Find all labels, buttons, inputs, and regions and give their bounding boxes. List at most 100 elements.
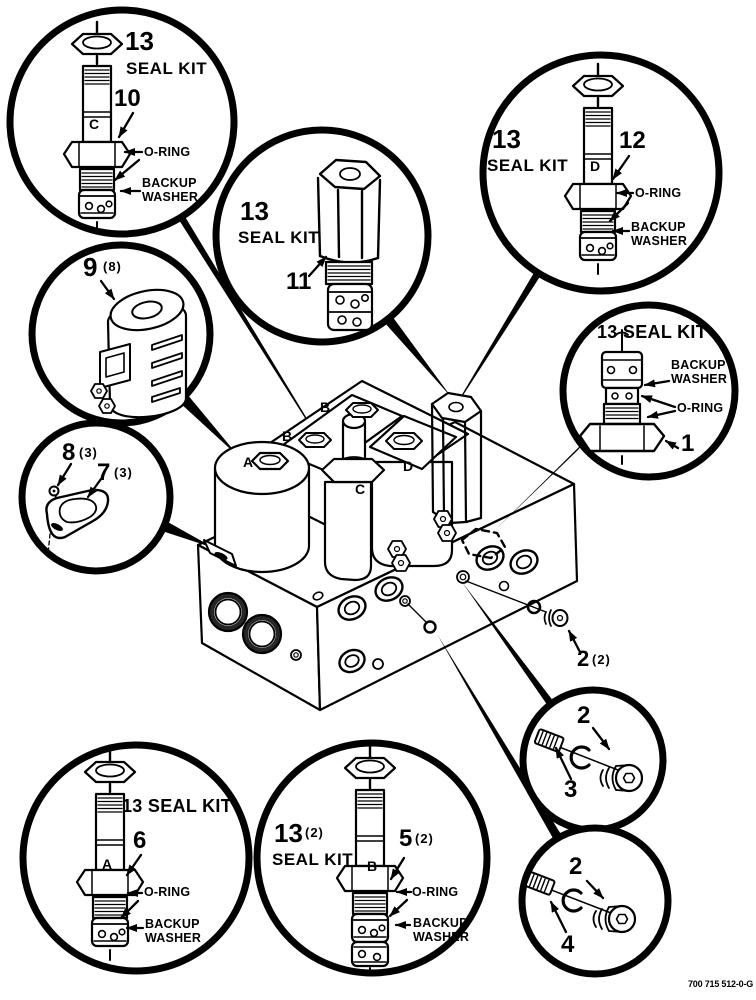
washer-label: WASHER <box>145 931 202 945</box>
backup-label: BACKUP <box>142 176 197 190</box>
callout-circle-top-left <box>6 6 238 238</box>
small-port <box>290 649 302 661</box>
part-number-3: 3 <box>564 776 578 803</box>
callout-kit-label: SEAL KIT <box>487 156 569 175</box>
oring-label: O-RING <box>144 145 191 159</box>
small-port <box>498 580 510 592</box>
callout-circle-bottom-left <box>19 741 253 975</box>
part-number-2-orifice: 2 <box>577 646 590 671</box>
small-port <box>312 591 324 601</box>
hex-nut-b2 <box>345 402 379 418</box>
callout-kit-number: 13 <box>240 196 269 226</box>
hex-plug-part-11 <box>316 158 382 332</box>
cartridge-12 <box>563 62 633 275</box>
part-number-2: 2 <box>577 702 591 729</box>
position-letter-a: A <box>101 856 113 872</box>
hex-nut <box>250 451 290 471</box>
oring-small <box>423 620 437 634</box>
backup-label: BACKUP <box>671 358 726 372</box>
coil-retaining-tab <box>203 539 237 567</box>
oring-label: O-RING <box>412 885 459 899</box>
drawing-part-code: 700 715 512-0-G <box>688 979 754 989</box>
position-letter-c: C <box>88 116 100 132</box>
small-port <box>372 658 384 670</box>
backup-label: BACKUP <box>145 917 200 931</box>
hidden-cavity-hexagon <box>460 527 507 560</box>
block-right-face <box>315 482 579 712</box>
solenoid-deck <box>203 379 483 582</box>
oring-label: O-RING <box>144 885 191 899</box>
position-letter-b: B <box>366 858 378 874</box>
cartridge-6 <box>75 748 145 961</box>
oring-boss <box>337 595 367 621</box>
washer-label: WASHER <box>631 234 688 248</box>
orifice-plug-exploded <box>465 580 569 627</box>
washer-label: WASHER <box>413 930 470 944</box>
screw-and-plate <box>45 485 110 555</box>
part-number-10: 10 <box>114 85 141 112</box>
oring-boss <box>338 648 366 674</box>
washer-label: WASHER <box>671 372 728 386</box>
assembly-position-c: C <box>354 481 366 497</box>
assembly-position-b1: B <box>281 428 293 444</box>
threaded-port <box>241 613 283 655</box>
callout-kit-label: SEAL KIT <box>126 59 208 78</box>
part-number-4: 4 <box>561 931 575 958</box>
part-qty: (2) <box>592 652 611 667</box>
oring-label: O-RING <box>635 186 682 200</box>
assembly-position-d: D <box>402 458 414 474</box>
plug-detail-upper <box>533 728 644 793</box>
part-number-9: 9 <box>83 252 98 282</box>
part-number-8: 8 <box>62 439 76 466</box>
oring-label: O-RING <box>677 401 724 415</box>
hex-nut-b1 <box>298 432 332 448</box>
part-number-11: 11 <box>286 268 312 295</box>
callout-kit-number: 13 <box>492 124 521 154</box>
callout-kit-number: 13 <box>125 26 154 56</box>
part-number-7: 7 <box>97 459 111 486</box>
solenoid-coil-a <box>213 440 311 574</box>
solenoid-coil-part-9 <box>90 288 188 419</box>
assembly-position-b2: B <box>319 399 331 415</box>
callout-kit-label: 13 SEAL KIT <box>122 796 232 816</box>
callout-kit-label: 13 SEAL KIT <box>597 322 707 342</box>
assembly-position-a: A <box>242 454 254 470</box>
cartridge-1 <box>578 329 666 465</box>
c-valve-collar <box>320 457 386 484</box>
c-valve-stem <box>340 412 368 468</box>
callout-kit-label: SEAL KIT <box>238 228 320 247</box>
pilot-port <box>456 570 470 584</box>
backup-label: BACKUP <box>631 220 686 234</box>
washer-label: WASHER <box>142 190 199 204</box>
part-number-6: 6 <box>133 827 147 854</box>
part-qty: (3) <box>79 445 98 460</box>
terminal-screws <box>387 510 457 572</box>
hex-plug-11 <box>430 391 483 525</box>
plug-detail-lower <box>524 871 637 934</box>
oring-boss <box>374 576 404 602</box>
backup-label: BACKUP <box>413 916 468 930</box>
pilot-port <box>399 595 411 607</box>
callout-circles <box>6 6 739 978</box>
callout-arrows <box>56 111 680 934</box>
callout-circle-plug-lower <box>518 824 672 978</box>
part-number-1: 1 <box>681 430 695 457</box>
callout-kit-number: 13 <box>274 818 303 848</box>
position-letter-d: D <box>589 158 601 174</box>
oring-boss <box>509 549 539 575</box>
part-number-5: 5 <box>399 825 413 852</box>
part-number-2: 2 <box>569 853 583 880</box>
threaded-port <box>207 591 249 633</box>
part-number-12: 12 <box>619 127 646 154</box>
c-valve-body <box>323 480 373 582</box>
part-qty: (3) <box>114 465 133 480</box>
cartridge-5 <box>335 744 405 973</box>
callout-circle-top-mid <box>212 126 432 346</box>
part-qty: (2) <box>415 831 434 846</box>
callout-kit-label: SEAL KIT <box>272 850 354 869</box>
kit-qty: (2) <box>305 825 324 840</box>
part-qty: (8) <box>103 259 122 274</box>
cartridge-10 <box>62 20 132 233</box>
